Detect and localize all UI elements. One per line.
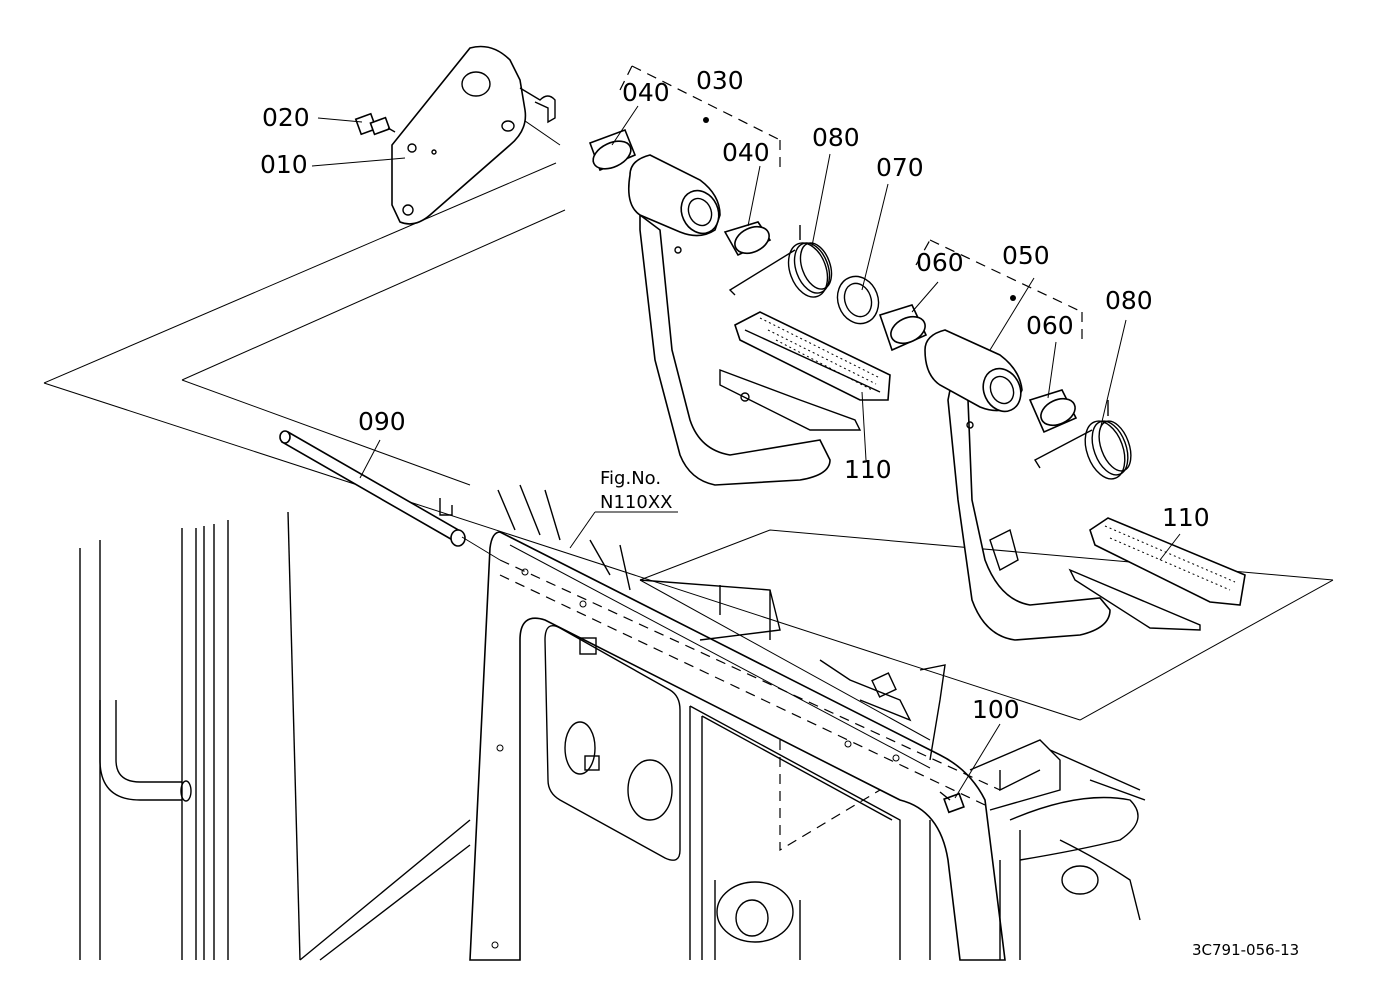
bushing-040-right — [723, 221, 772, 257]
pedal-pad-110-left — [734, 311, 891, 401]
document-id: 3C791-056-13 — [1192, 941, 1299, 959]
figure-reference: Fig.No. N110XX — [600, 468, 672, 513]
pedal-arm-030 — [627, 154, 862, 486]
callout-100: 100 — [972, 695, 1020, 724]
bolt-020 — [354, 112, 396, 136]
callout-070: 070 — [876, 153, 924, 182]
callout-040-a: 040 — [622, 78, 670, 107]
spring-080-right — [1034, 400, 1132, 480]
bracket-plate-010 — [391, 45, 556, 225]
bolt-100 — [939, 791, 965, 814]
group-bracket-030 — [619, 65, 781, 168]
rod-090 — [279, 430, 501, 561]
callout-060-a: 060 — [916, 248, 964, 277]
spring-080-left — [728, 225, 833, 298]
callout-110-b: 110 — [1162, 503, 1210, 532]
bushing-060-left — [878, 304, 928, 352]
figure-reference-label: Fig.No. — [600, 468, 661, 489]
callout-020: 020 — [262, 103, 310, 132]
pedal-arm-050 — [924, 329, 1201, 641]
callout-030: 030 — [696, 66, 744, 95]
callout-080-b: 080 — [1105, 286, 1153, 315]
callout-110-a: 110 — [844, 455, 892, 484]
group-bracket-050 — [915, 239, 1083, 345]
callout-080-a: 080 — [812, 123, 860, 152]
washer-070 — [836, 275, 880, 325]
leader-lines — [311, 105, 1181, 799]
callout-labels: 020 010 040 030 040 080 070 060 050 080 … — [260, 66, 1210, 724]
chassis-frame — [79, 484, 1146, 961]
callout-060-b: 060 — [1026, 311, 1074, 340]
bushing-060-right — [1028, 389, 1078, 434]
callout-010: 010 — [260, 150, 308, 179]
bushing-040-left — [588, 128, 637, 172]
callout-050: 050 — [1002, 241, 1050, 270]
figure-reference-number: N110XX — [600, 492, 672, 513]
callout-090: 090 — [358, 407, 406, 436]
callout-040-b: 040 — [722, 138, 770, 167]
pedal-pad-110-right — [1089, 517, 1246, 606]
